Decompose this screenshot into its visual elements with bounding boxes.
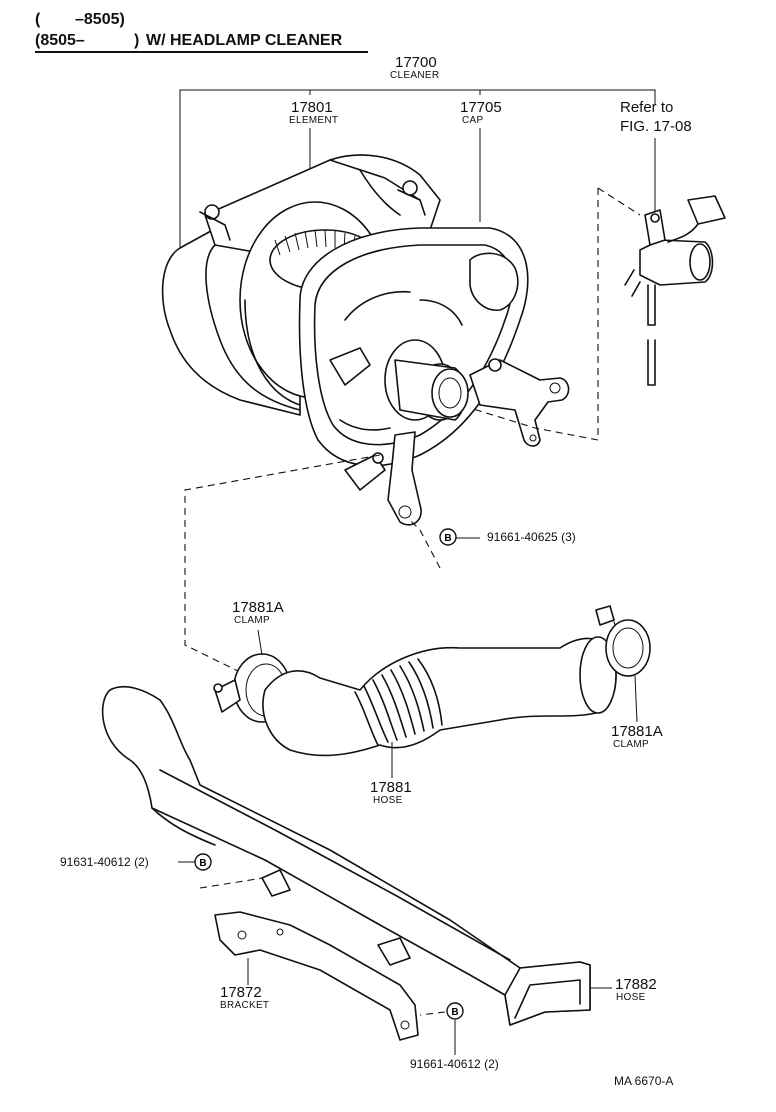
bracket-number: 17872 bbox=[220, 984, 262, 1001]
clamp-left-number: 17881A bbox=[232, 599, 284, 616]
duct-name: HOSE bbox=[616, 992, 646, 1003]
cleaner-name: CLEANER bbox=[390, 70, 440, 81]
cap-name: CAP bbox=[462, 115, 484, 126]
clamp-right-leader bbox=[634, 675, 638, 723]
bolt-left-part-number: 91631-40612 (2) bbox=[60, 855, 149, 869]
header-line1-open: ( bbox=[35, 11, 41, 28]
svg-text:B: B bbox=[199, 858, 206, 869]
bolt-badge-top: B bbox=[439, 528, 457, 546]
svg-text:B: B bbox=[444, 533, 451, 544]
hose-duct-17882 bbox=[101, 685, 591, 1026]
clamp-right bbox=[595, 605, 651, 677]
cleaner-number: 17700 bbox=[395, 54, 437, 71]
bracket-17872 bbox=[214, 911, 419, 1041]
header-line2-date: (8505– bbox=[35, 32, 85, 49]
figure-code: MA 6670-A bbox=[614, 1074, 674, 1088]
clamp-left-name: CLAMP bbox=[234, 615, 270, 626]
mounting-leg bbox=[387, 431, 422, 526]
cap-number: 17705 bbox=[460, 99, 502, 116]
bracket-name: BRACKET bbox=[220, 1000, 270, 1011]
cap-bracket bbox=[469, 358, 570, 447]
bolt-bottom-part-number: 91661-40612 (2) bbox=[410, 1057, 499, 1071]
bolt-badge-bottom: B bbox=[446, 1002, 464, 1020]
cleaner-cap bbox=[298, 227, 529, 491]
cleaner-leader-bracket bbox=[179, 89, 656, 248]
svg-text:B: B bbox=[451, 1007, 458, 1018]
element-name: ELEMENT bbox=[289, 115, 339, 126]
refer-line2: FIG. 17-08 bbox=[620, 118, 692, 135]
element-number: 17801 bbox=[291, 99, 333, 116]
header-line1-date: –8505) bbox=[75, 11, 125, 28]
hose-name: HOSE bbox=[373, 795, 403, 806]
header-title: W/ HEADLAMP CLEANER bbox=[146, 32, 343, 49]
duct-number: 17882 bbox=[615, 976, 657, 993]
clamp-right-name: CLAMP bbox=[613, 739, 649, 750]
clamp-left-leader bbox=[257, 629, 263, 656]
hose-17881 bbox=[262, 636, 617, 757]
bolt-top-part-number: 91661-40625 (3) bbox=[487, 530, 576, 544]
switch-assembly bbox=[624, 195, 726, 386]
clamp-right-number: 17881A bbox=[611, 723, 663, 740]
refer-line1: Refer to bbox=[620, 99, 674, 116]
bolt-badge-left: B bbox=[194, 853, 212, 871]
header-line2-close: ) bbox=[134, 32, 140, 49]
hose-number: 17881 bbox=[370, 779, 412, 796]
